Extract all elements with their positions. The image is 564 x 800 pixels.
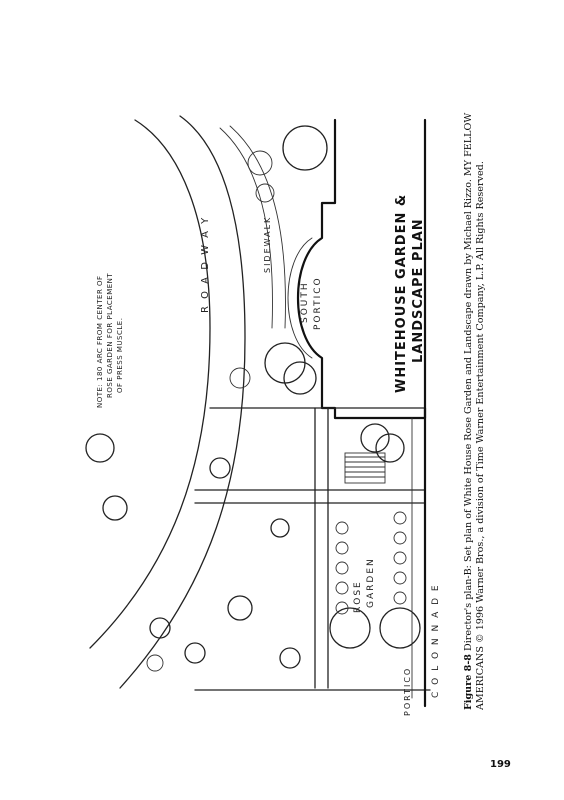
note-line-1: NOTE: 180 ARC FROM CENTER OF	[96, 275, 104, 408]
caption-text-line-1: Director's plan-B: Set plan of White Hou…	[463, 112, 474, 651]
portico-arc	[287, 237, 313, 359]
sidewalk-edge-b	[229, 125, 286, 329]
roadway-outer-edge	[89, 119, 211, 649]
plan-title-line-1: WHITEHOUSE GARDEN &	[394, 194, 409, 393]
sidewalk-label: SIDEWALK	[263, 216, 272, 273]
page-number: 199	[490, 759, 511, 770]
rose-bushes	[335, 511, 407, 615]
landscape-plan-drawing: R O A D W A Y SIDEWALK SOUTH PORTICO ROS…	[85, 115, 441, 716]
note-line-2: ROSE GARDEN FOR PLACEMENT	[106, 273, 114, 398]
colonnade-label: C O L O N N A D E	[431, 583, 441, 698]
note-line-3: OF PRESS MUSCLE.	[116, 318, 124, 393]
caption-text-line-2: AMERICANS © 1996 Warner Bros., a divisio…	[475, 161, 486, 710]
rose-garden-label-1: ROSE	[353, 580, 363, 613]
plan-title-line-2: LANDSCAPE PLAN	[411, 218, 426, 363]
south-portico-label-2: PORTICO	[313, 276, 323, 330]
trees	[85, 125, 421, 672]
roadway-label: R O A D W A Y	[200, 216, 211, 313]
figure-caption: Figure 8-8 Director's plan-B: Set plan o…	[463, 110, 487, 710]
sidewalk-edge-a	[219, 127, 273, 329]
roadway-inner-edge	[119, 115, 246, 689]
south-portico-label-1: SOUTH	[300, 281, 310, 323]
figure-label: Figure 8-8	[463, 654, 474, 710]
rose-garden-label-2: GARDEN	[366, 557, 376, 608]
portico-label: PORTICO	[403, 667, 412, 716]
stairs	[344, 452, 386, 484]
